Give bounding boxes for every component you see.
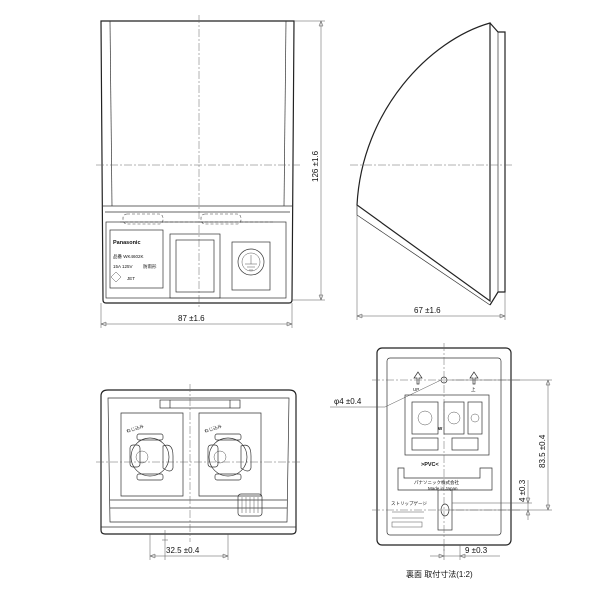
side-view-profile xyxy=(356,22,491,303)
front-width-dimension: 87 ±1.6 xyxy=(178,314,205,323)
side-view: 67 ±1.6 xyxy=(350,22,512,320)
rear-height-dimension: 83.5 ±0.4 xyxy=(538,434,547,468)
outlet-right-label: ねじ込み xyxy=(203,422,223,434)
rear-view: UP 上 φ4 ±0.4 W >PVC< パナソニック株式会社 Made in … xyxy=(330,343,552,579)
rear-view-caption: 裏面 取付寸法(1:2) xyxy=(406,569,473,579)
brand-label: Panasonic xyxy=(113,240,141,246)
rating-suffix-label: 防雨形 xyxy=(143,263,157,270)
bottom-slot-dimension: 32.5 ±0.4 xyxy=(166,546,200,555)
model-label: 品番 WK4602K xyxy=(113,253,144,260)
front-height-dimension: 126 ±1.6 xyxy=(311,150,320,182)
rear-offset-dimension: 4 ±0.3 xyxy=(518,479,527,502)
strip-gauge-label: ストリップゲージ xyxy=(391,500,427,507)
bottom-view: ねじ込み ねじ込み xyxy=(96,384,300,560)
receptacle-block xyxy=(169,233,221,299)
rear-bottom-dimension: 9 ±0.3 xyxy=(465,546,488,555)
rating-label: 15A 125V xyxy=(113,264,133,269)
bottom-view-body xyxy=(100,389,297,535)
outlet-right: ねじ込み xyxy=(198,412,262,497)
country-label: Made in Japan xyxy=(428,486,458,491)
outlet-left: ねじ込み xyxy=(120,412,184,497)
maker-label: パナソニック株式会社 xyxy=(414,479,459,486)
jet-mark-label: JET xyxy=(127,276,135,281)
front-view: Panasonic 品番 WK4602K 15A 125V 防雨形 JET 87… xyxy=(96,15,325,328)
front-view-body xyxy=(100,20,295,304)
cable-knob xyxy=(237,493,263,517)
up-symbol: 上 xyxy=(471,386,476,392)
outlet-left-label: ねじ込み xyxy=(125,422,145,434)
hole-diameter-dimension: φ4 ±0.4 xyxy=(334,397,362,406)
ground-terminal-icon xyxy=(237,248,265,276)
pse-mark-icon xyxy=(110,271,122,283)
rating-label-plate xyxy=(109,229,164,289)
up-arrow-icon xyxy=(413,371,423,385)
pvc-label: >PVC< xyxy=(421,462,439,468)
up-label: UP xyxy=(413,387,419,392)
terminal-block xyxy=(404,394,490,456)
side-depth-dimension: 67 ±1.6 xyxy=(414,306,441,315)
terminal-w-label: W xyxy=(438,426,443,431)
